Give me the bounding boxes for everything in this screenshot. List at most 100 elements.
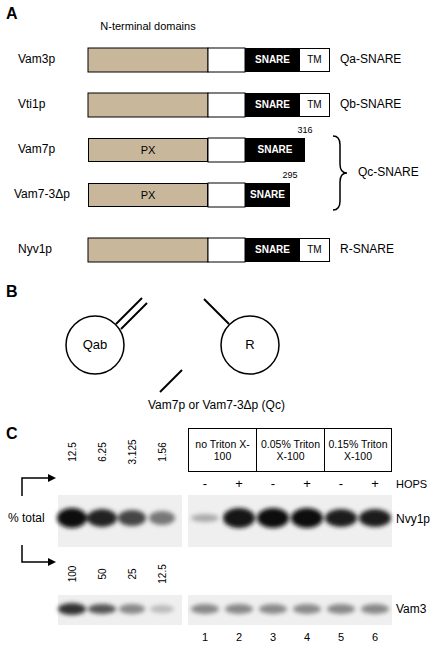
node-text: TM — [307, 244, 321, 256]
linker-region — [208, 48, 245, 72]
node-text: SNARE — [257, 144, 292, 156]
blot-band — [223, 508, 255, 528]
node-text: TM — [307, 99, 321, 111]
snare-class: R-SNARE — [340, 243, 394, 256]
snare-class: Qc-SNARE — [358, 166, 419, 179]
px-domain: PX — [88, 138, 208, 162]
band-label: Vam3 — [396, 603, 426, 616]
lane-number: 5 — [338, 631, 344, 643]
load-percent: 12.5 — [67, 442, 78, 461]
bent-arrow — [22, 545, 49, 562]
circle-outline — [221, 316, 279, 374]
node-text: 0.05% Triton X-100 — [258, 438, 323, 462]
node-text: TM — [307, 54, 321, 66]
snare-motif: SNARE — [245, 138, 305, 162]
blot-band — [150, 605, 174, 613]
blot-band — [291, 508, 323, 528]
panel-letter: A — [6, 5, 18, 23]
px-domain: PX — [88, 183, 208, 207]
protein-name: Vam7p — [18, 143, 55, 156]
node-text: SNARE — [255, 54, 290, 66]
load-percent: 100 — [67, 566, 78, 583]
node-text: no Triton X-100 — [190, 438, 255, 462]
lane-number: 2 — [236, 631, 242, 643]
node-text: SNARE — [255, 99, 290, 111]
residue-number: 316 — [297, 126, 312, 136]
vesicle-circle: R — [220, 315, 280, 375]
protein-name: Nyv1p — [18, 243, 52, 256]
snare-class: Qa-SNARE — [340, 53, 401, 66]
axis-label: % total — [8, 512, 45, 525]
arrow-head — [48, 558, 56, 566]
load-percent: 12.5 — [157, 564, 168, 583]
load-percent: 25 — [127, 568, 138, 579]
panel-letter: B — [6, 283, 18, 301]
blot-bands — [57, 508, 391, 615]
snare-stick — [204, 299, 229, 324]
blot-band — [327, 604, 355, 614]
transmembrane-domain: TM — [299, 48, 330, 72]
linker-region — [208, 138, 245, 162]
node-text: SNARE — [255, 244, 290, 256]
load-percent: 3.125 — [127, 439, 138, 464]
lane-sign: - — [339, 477, 343, 491]
lane-number: 6 — [372, 631, 378, 643]
band-label: Nvy1p — [396, 513, 430, 526]
condition-label: HOPS — [396, 478, 427, 490]
panel-letter: C — [6, 425, 18, 443]
linker-region — [208, 183, 245, 207]
snare-motif: SNARE — [245, 93, 300, 117]
snare-motif: SNARE — [245, 238, 300, 262]
blot-band — [259, 604, 287, 614]
blot-background — [188, 495, 392, 547]
transmembrane-domain: TM — [299, 93, 330, 117]
node-text: SNARE — [250, 189, 285, 201]
blot-background — [188, 595, 392, 625]
lane-sign: + — [303, 477, 311, 491]
lane-sign: + — [235, 477, 243, 491]
snare-stick — [160, 370, 182, 392]
condition-box: 0.05% Triton X-100 — [256, 428, 325, 472]
linker-region — [208, 238, 245, 262]
bent-arrow — [22, 478, 49, 496]
lane-sign: - — [271, 477, 275, 491]
snare-class: Qb-SNARE — [340, 98, 401, 111]
blot-band — [361, 604, 389, 614]
blot-band — [119, 604, 145, 614]
snare-stick — [121, 303, 147, 329]
node-text: R — [245, 338, 254, 353]
circle-outline — [66, 316, 124, 374]
node-text: PX — [141, 144, 156, 157]
blot-band — [88, 604, 116, 614]
blot-band — [191, 514, 219, 522]
snare-motif: SNARE — [245, 48, 300, 72]
transmembrane-domain: TM — [299, 238, 330, 262]
qc-label: Vam7p or Vam7-3Δp (Qc) — [148, 399, 285, 412]
blot-band — [325, 509, 357, 527]
blot-background — [58, 595, 182, 625]
node-text: PX — [141, 189, 156, 202]
load-percent: 50 — [97, 568, 108, 579]
curly-brace — [333, 136, 347, 210]
blot-background — [58, 495, 182, 547]
condition-box: 0.15% Triton X-100 — [324, 428, 392, 472]
load-percent: 6.25 — [97, 442, 108, 461]
lane-number: 3 — [270, 631, 276, 643]
linker-region — [208, 93, 245, 117]
protein-name: Vam7-3Δp — [14, 188, 70, 201]
blot-band — [225, 604, 253, 614]
arrow-head — [48, 474, 56, 482]
protein-name: Vti1p — [18, 98, 45, 111]
domain-heading: N-terminal domains — [100, 20, 195, 32]
node-text: Qab — [83, 338, 108, 353]
blot-band — [58, 603, 86, 615]
protein-name: Vam3p — [18, 53, 55, 66]
n-terminal-domain — [88, 93, 208, 117]
blot-band — [118, 510, 146, 526]
n-terminal-domain — [88, 48, 208, 72]
blot-band — [359, 509, 391, 527]
blot-band — [57, 508, 87, 528]
